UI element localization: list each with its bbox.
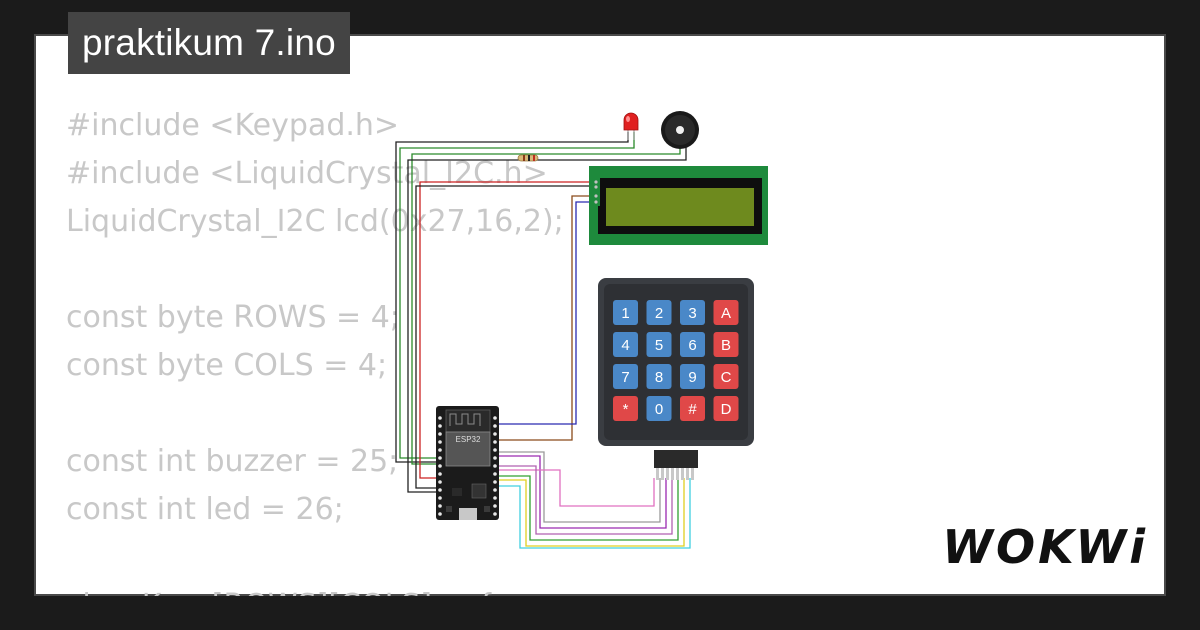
- code-line: #include <Keypad.h>: [66, 108, 400, 143]
- wires: [395, 132, 691, 549]
- wire-kp-yellow: [498, 478, 685, 547]
- keypad-key[interactable]: [713, 300, 739, 325]
- keypad-key-label: 9: [688, 369, 696, 386]
- keypad-key[interactable]: [613, 396, 638, 421]
- wire-kp-pink: [498, 469, 655, 507]
- wire-lcd-scl: [498, 201, 592, 425]
- keypad-key-label: A: [721, 305, 731, 322]
- wire-lcd-gnd: [415, 185, 592, 489]
- keypad-key-label: B: [721, 337, 731, 354]
- code-line: const byte ROWS = 4;: [66, 300, 400, 335]
- resistor: [517, 154, 539, 162]
- esp32-pins-right: [493, 416, 497, 516]
- led-red: [623, 112, 639, 140]
- wire-kp-violet: [498, 465, 673, 535]
- code-line: #include <LiquidCrystal_I2C.h>: [66, 156, 548, 191]
- keypad-key-label: 5: [655, 337, 663, 354]
- keypad-key[interactable]: [680, 300, 705, 325]
- keypad-key[interactable]: [713, 364, 739, 389]
- wire-kp-cyan: [498, 478, 691, 549]
- keypad-key-label: 3: [688, 305, 696, 322]
- keypad-key[interactable]: [646, 300, 672, 325]
- keypad-key[interactable]: [713, 332, 739, 357]
- keypad-key[interactable]: [613, 300, 638, 325]
- keypad-key-label: *: [623, 401, 629, 418]
- keypad-key-label: 6: [688, 337, 696, 354]
- keypad-key[interactable]: [680, 364, 705, 389]
- keypad-key-label: D: [721, 401, 732, 418]
- keypad-key-label: 0: [655, 401, 663, 418]
- code-line: const int buzzer = 25;: [66, 444, 399, 479]
- keypad-key[interactable]: [613, 332, 638, 357]
- esp32-label: ESP32: [456, 435, 481, 444]
- wire-lcd-sda: [498, 195, 592, 441]
- keypad-key-label: 1: [621, 305, 629, 322]
- keypad-key-label: 4: [621, 337, 629, 354]
- code-line: char Keys[ROWS][COLS] = {: [66, 582, 564, 596]
- code-viewport: #include <Keypad.h> #include <LiquidCryst…: [34, 34, 1166, 596]
- wokwi-logo: WOKWi: [942, 520, 1148, 574]
- keypad-key[interactable]: [646, 396, 672, 421]
- code-line: LiquidCrystal_I2C lcd(0x27,16,2);: [66, 204, 564, 239]
- wire-kp-purple: [498, 455, 667, 529]
- keypad-key[interactable]: [680, 396, 705, 421]
- wire-kp-green: [498, 475, 679, 541]
- keypad-key-label: #: [688, 401, 697, 418]
- esp32-pins-left: [438, 416, 442, 516]
- keypad-key-label: 7: [621, 369, 629, 386]
- esp32-board: ESP32: [436, 406, 499, 520]
- keypad-connector-pins: [656, 468, 694, 480]
- keypad-key-label: 2: [655, 305, 663, 322]
- keypad-key[interactable]: [713, 396, 739, 421]
- wire-buzzer-black: [407, 146, 687, 493]
- wire-lcd-red: [419, 181, 592, 479]
- wire-kp-gray: [498, 451, 661, 523]
- code-line: const byte COLS = 4;: [66, 348, 388, 383]
- keypad-key[interactable]: [680, 332, 705, 357]
- keypad-key[interactable]: [646, 364, 672, 389]
- code-line: const int led = 26;: [66, 492, 344, 527]
- keypad-4x4: 1 2 3 A 4 5 6 B 7 8 9 C * 0 # D: [598, 278, 754, 480]
- keypad-keys: 1 2 3 A 4 5 6 B 7 8 9 C * 0 # D: [613, 300, 739, 421]
- code-block: #include <Keypad.h> #include <LiquidCryst…: [66, 102, 564, 596]
- project-title: praktikum 7.ino: [68, 12, 350, 74]
- keypad-key[interactable]: [646, 332, 672, 357]
- keypad-key-label: 8: [655, 369, 663, 386]
- keypad-key-label: C: [721, 369, 732, 386]
- keypad-key[interactable]: [613, 364, 638, 389]
- buzzer: [661, 111, 699, 149]
- lcd-display: [589, 166, 768, 245]
